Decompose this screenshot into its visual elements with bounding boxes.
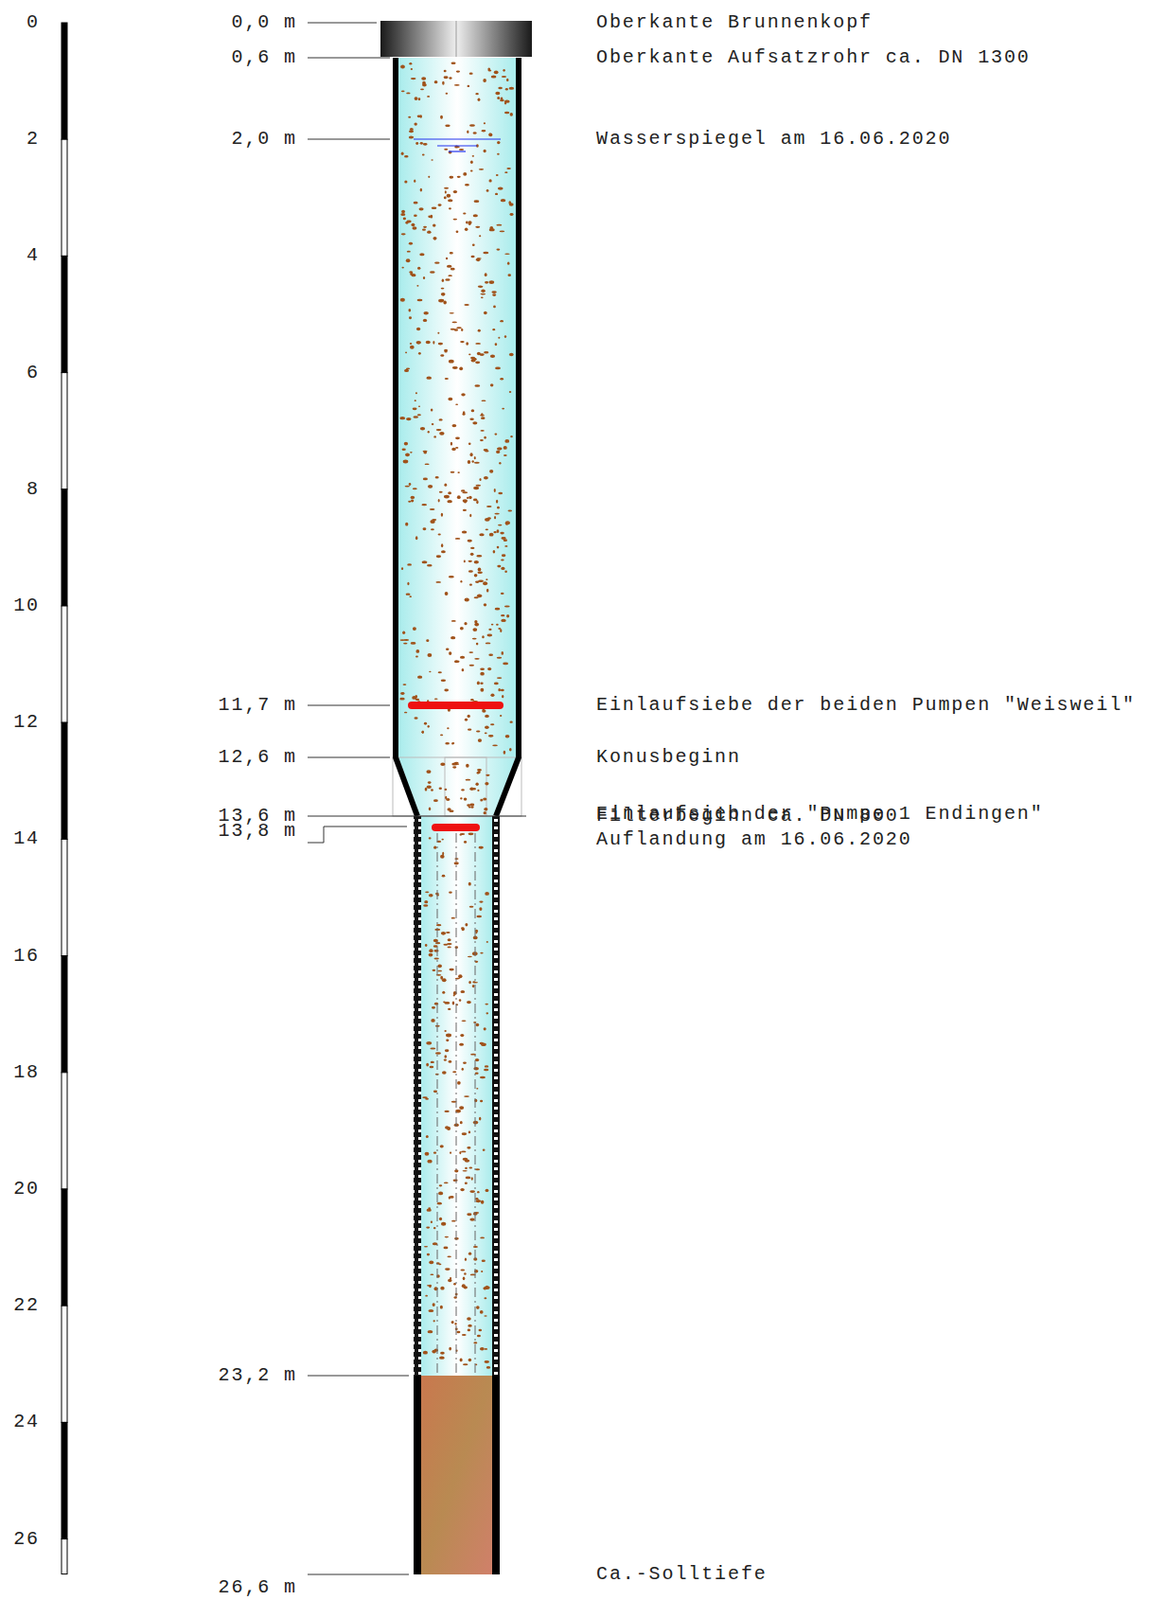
scale-segment (61, 955, 68, 1073)
sediment-fill (421, 1375, 493, 1574)
scale-number: 14 (13, 828, 40, 849)
scale-number: 20 (13, 1178, 40, 1200)
scale-segment (61, 605, 68, 723)
description-label: Ca.-Solltiefe (596, 1563, 768, 1585)
scale-segment (61, 1538, 68, 1574)
scale-segment (61, 1421, 68, 1538)
head-line (456, 20, 458, 57)
scale-number: 22 (13, 1294, 40, 1316)
filter-wall (492, 815, 500, 1376)
pump-intake-weisweil (407, 701, 504, 709)
water-level-symbol (413, 139, 501, 152)
depth-label: 12,6 m (218, 746, 298, 768)
description-label: Einlaufsieb der "Pumpe 1 Endingen" (596, 803, 1044, 825)
depth-label: 11,7 m (218, 694, 298, 716)
sump-wall (492, 1375, 500, 1574)
description-label: Konusbeginn (596, 746, 742, 768)
depth-label: 2,0 m (230, 128, 298, 150)
casing-water (398, 57, 516, 758)
description-label: Auflandung am 16.06.2020 (596, 829, 913, 850)
filter-wall (413, 815, 422, 1376)
scale-number: 16 (13, 945, 40, 967)
scale-number: 0 (26, 12, 40, 34)
scale-segment (61, 1072, 68, 1189)
scale-segment (61, 1305, 68, 1422)
scale-segment (61, 722, 68, 839)
scale-number: 24 (13, 1411, 40, 1432)
depth-label: 0,0 m (230, 12, 298, 34)
description-label: Oberkante Aufsatzrohr ca. DN 1300 (596, 47, 1031, 69)
description-label: Oberkante Brunnenkopf (596, 12, 873, 34)
scale-segment (61, 139, 68, 256)
depth-label: 23,2 m (218, 1364, 298, 1386)
scale-number: 18 (13, 1061, 40, 1083)
scale-number: 8 (26, 478, 40, 500)
well-head (380, 20, 532, 57)
description-label: Wasserspiegel am 16.06.2020 (596, 128, 952, 150)
depth-label: 0,6 m (230, 47, 298, 69)
scale-segment (61, 838, 68, 955)
depth-label: 26,6 m (218, 1576, 298, 1598)
scale-number: 26 (13, 1528, 40, 1550)
scale-segment (61, 1188, 68, 1306)
scale-segment (61, 489, 68, 606)
scale-number: 10 (13, 595, 40, 617)
depth-scale (61, 22, 68, 1574)
leader-lines (307, 22, 527, 1574)
scale-number: 4 (26, 245, 40, 266)
scale-segment (61, 22, 68, 140)
filter-water (420, 815, 494, 1376)
scale-number: 6 (26, 362, 40, 384)
scale-number: 12 (13, 711, 40, 733)
scale-number: 2 (26, 128, 40, 150)
pump-intake-endingen (431, 823, 480, 831)
cone-inner (444, 757, 487, 816)
scale-segment (61, 255, 68, 372)
filter-lines (437, 832, 476, 1373)
description-label: Einlaufsiebe der beiden Pumpen "Weisweil… (596, 694, 1136, 716)
sump-wall (413, 1375, 422, 1574)
scale-segment (61, 372, 68, 490)
depth-label: 13,8 m (218, 820, 298, 842)
